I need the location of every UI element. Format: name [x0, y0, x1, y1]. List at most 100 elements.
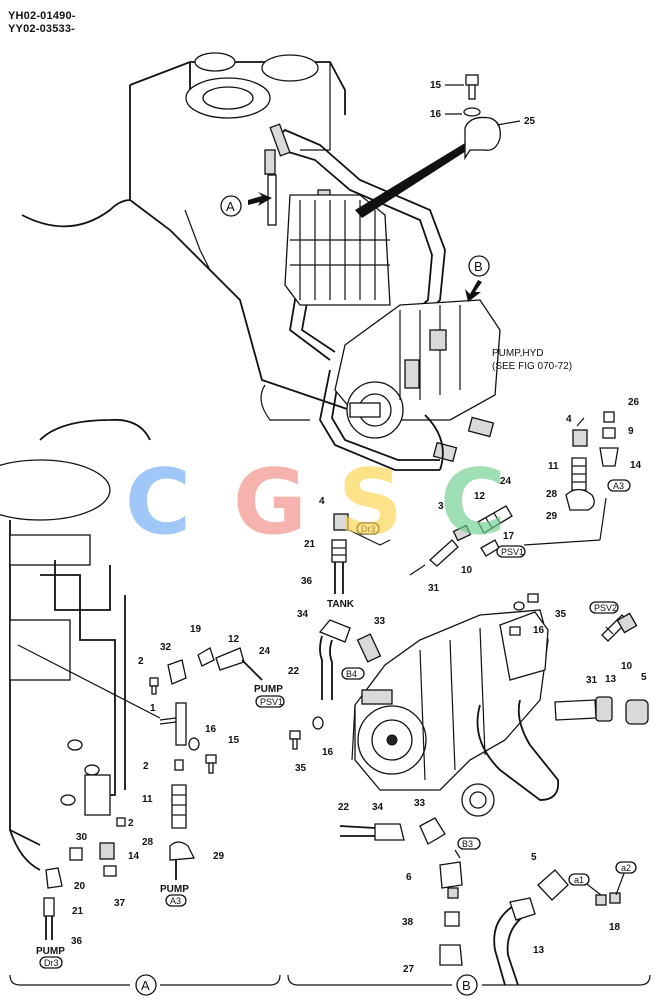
watermark-letter-2: G: [233, 450, 307, 555]
tank-label: TANK: [327, 599, 355, 610]
code-badge-a3-a: [165, 894, 187, 907]
callout-13-b-bottom: 13: [533, 945, 545, 956]
view-a-arrow-top: [220, 192, 272, 217]
pump-label-dr3: PUMP: [36, 946, 65, 957]
serial-range-1: YH02-01490-: [8, 10, 76, 22]
callout-16-b-left: 16: [322, 747, 334, 758]
callout-17: 17: [503, 531, 515, 542]
callout-10-b: 10: [621, 661, 633, 672]
callout-11-a: 11: [142, 794, 153, 805]
view-b-arrow-top: [465, 255, 490, 302]
code-b4: B4: [346, 669, 357, 679]
watermark-letter-4: C: [440, 450, 506, 555]
fitting-cluster-right: [523, 411, 619, 546]
code-badge-dr3-mid: [356, 522, 380, 535]
code-badge-a2: [615, 861, 637, 874]
control-valve-block: [284, 194, 391, 306]
callout-21-a: 21: [72, 906, 84, 917]
callout-29-right: 29: [546, 511, 558, 522]
callout-16-b-right: 16: [533, 625, 545, 636]
callout-33-b-top: 33: [374, 616, 386, 627]
callout-36-a: 36: [71, 936, 83, 947]
callout-16-a: 16: [205, 724, 217, 735]
callout-33-b-bottom: 33: [414, 798, 426, 809]
code-badge-b3: [457, 837, 481, 850]
code-b3: B3: [462, 839, 473, 849]
callout-4-mid: 4: [319, 496, 325, 507]
callout-20: 20: [74, 881, 86, 892]
callout-28-right: 28: [546, 489, 558, 500]
callout-2-a-2: 2: [143, 761, 149, 772]
code-dr3-mid: Dr3: [361, 524, 376, 534]
callout-9: 9: [628, 426, 634, 437]
callout-14-right: 14: [630, 460, 642, 471]
callout-28-a: 28: [142, 837, 154, 848]
clamp-assembly: [445, 74, 521, 161]
code-badge-psv1-a: [255, 695, 285, 708]
callout-2-a-3: 2: [128, 818, 134, 829]
callout-32: 32: [160, 642, 172, 653]
callout-24-a: 24: [259, 646, 271, 657]
callout-10-mid: 10: [461, 565, 473, 576]
pump-hyd-label: PUMP,HYD: [492, 348, 544, 359]
callout-35-b-left: 35: [295, 763, 307, 774]
callout-12-mid: 12: [474, 491, 486, 502]
view-b-label-bottom: B: [462, 978, 471, 993]
code-badge-psv1-mid: [496, 545, 526, 558]
callout-5-b-bottom: 5: [531, 852, 537, 863]
code-badge-a3-right: [607, 479, 631, 492]
pump-label-psv1: PUMP: [254, 684, 283, 695]
view-a-fittings: [43, 647, 263, 940]
code-a2: a2: [621, 863, 631, 873]
callout-22-b-bottom: 22: [338, 802, 350, 813]
code-psv1-mid: PSV1: [501, 547, 524, 557]
watermark-letter-3: S: [338, 450, 403, 555]
callout-34-b-bottom: 34: [372, 802, 384, 813]
callout-12-a: 12: [228, 634, 240, 645]
pump-assembly-top: [334, 299, 501, 471]
code-badge-a1: [568, 873, 590, 886]
callout-3: 3: [438, 501, 444, 512]
code-a1: a1: [574, 875, 584, 885]
view-b-label-top: B: [474, 259, 483, 274]
callout-19: 19: [190, 624, 202, 635]
callout-27: 27: [403, 964, 415, 975]
view-b-fittings: [289, 593, 649, 750]
tank-hose: [331, 539, 347, 594]
callout-38: 38: [402, 917, 414, 928]
callout-14-a: 14: [128, 851, 140, 862]
callout-2-a-1: 2: [138, 656, 144, 667]
callout-24-mid: 24: [500, 476, 512, 487]
code-psv2: PSV2: [594, 603, 617, 613]
callout-21-mid: 21: [304, 539, 316, 550]
code-a3-right: A3: [613, 481, 624, 491]
callout-31-b: 31: [586, 675, 598, 686]
view-brackets: [9, 974, 651, 996]
code-a3-a: A3: [170, 896, 181, 906]
callout-11-right: 11: [548, 461, 559, 472]
callout-6: 6: [406, 872, 412, 883]
callout-25: 25: [524, 116, 536, 127]
callout-31-mid: 31: [428, 583, 440, 594]
callout-16-top: 16: [430, 109, 442, 120]
pump-label-a3: PUMP: [160, 884, 189, 895]
callout-22-b-top: 22: [288, 666, 300, 677]
view-a-machine: [0, 459, 161, 871]
serial-range-2: YY02-03533-: [8, 23, 76, 35]
callout-37: 37: [114, 898, 126, 909]
callout-4-right: 4: [566, 414, 572, 425]
view-a-label-top: A: [226, 199, 235, 214]
callout-34-b-top: 34: [297, 609, 309, 620]
callout-36-mid: 36: [301, 576, 313, 587]
code-badge-psv2: [589, 601, 619, 614]
callout-18: 18: [609, 922, 621, 933]
callout-35-b-right: 35: [555, 609, 567, 620]
callout-30: 30: [76, 832, 88, 843]
code-dr3-a: Dr3: [44, 958, 59, 968]
code-badge-b4: [341, 667, 365, 680]
watermark-letter-1: C: [125, 450, 191, 555]
callout-26: 26: [628, 397, 640, 408]
view-a-label-bottom: A: [141, 978, 150, 993]
